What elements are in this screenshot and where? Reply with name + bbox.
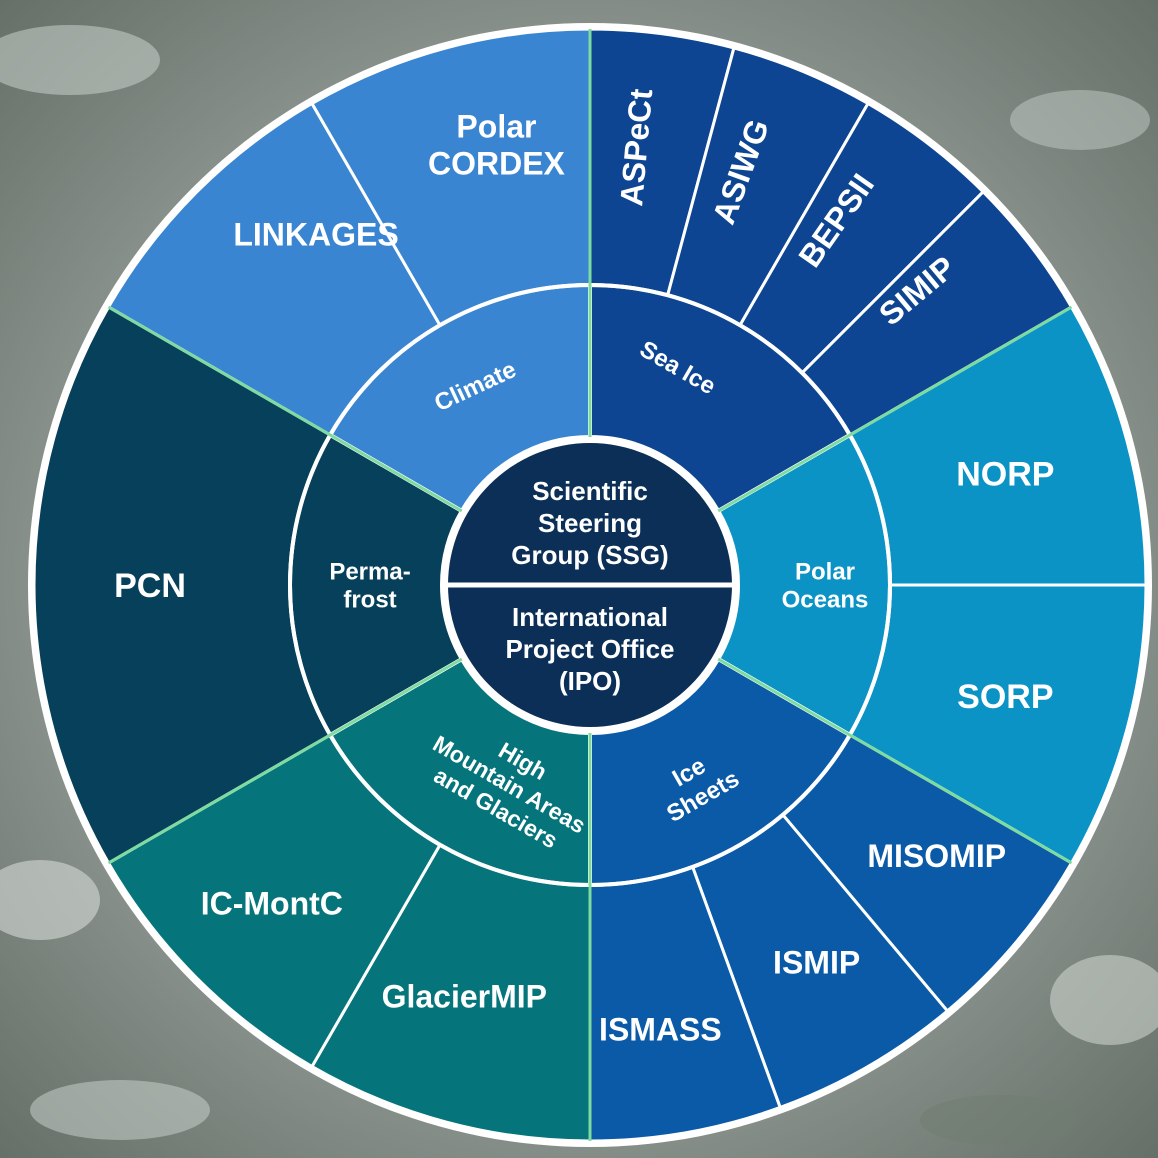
activity-label-linkages: LINKAGES <box>233 217 398 253</box>
theme-divider-line <box>107 657 463 865</box>
activity-label-norp: NORP <box>956 456 1054 494</box>
themes-ring <box>288 282 892 888</box>
theme-dividers <box>107 29 1073 1141</box>
theme-divider-line <box>107 305 463 513</box>
activity-label-ic-montc: IC-MontC <box>201 885 343 921</box>
center-hub <box>442 437 738 733</box>
theme-divider-line <box>717 305 1073 513</box>
activity-label-misomip: MISOMIP <box>867 838 1006 874</box>
mountain-snow-patches <box>0 25 1158 1145</box>
activity-label-ismass: ISMASS <box>599 1012 722 1048</box>
activity-label-ismip: ISMIP <box>773 944 860 980</box>
activity-label-glaciermip: GlacierMIP <box>382 978 547 1014</box>
theme-label-permafrost: Perma-frost <box>329 558 410 613</box>
activity-label-pcn: PCN <box>114 567 186 605</box>
activity-label-sorp: SORP <box>957 678 1053 716</box>
theme-divider-line <box>717 657 1073 865</box>
